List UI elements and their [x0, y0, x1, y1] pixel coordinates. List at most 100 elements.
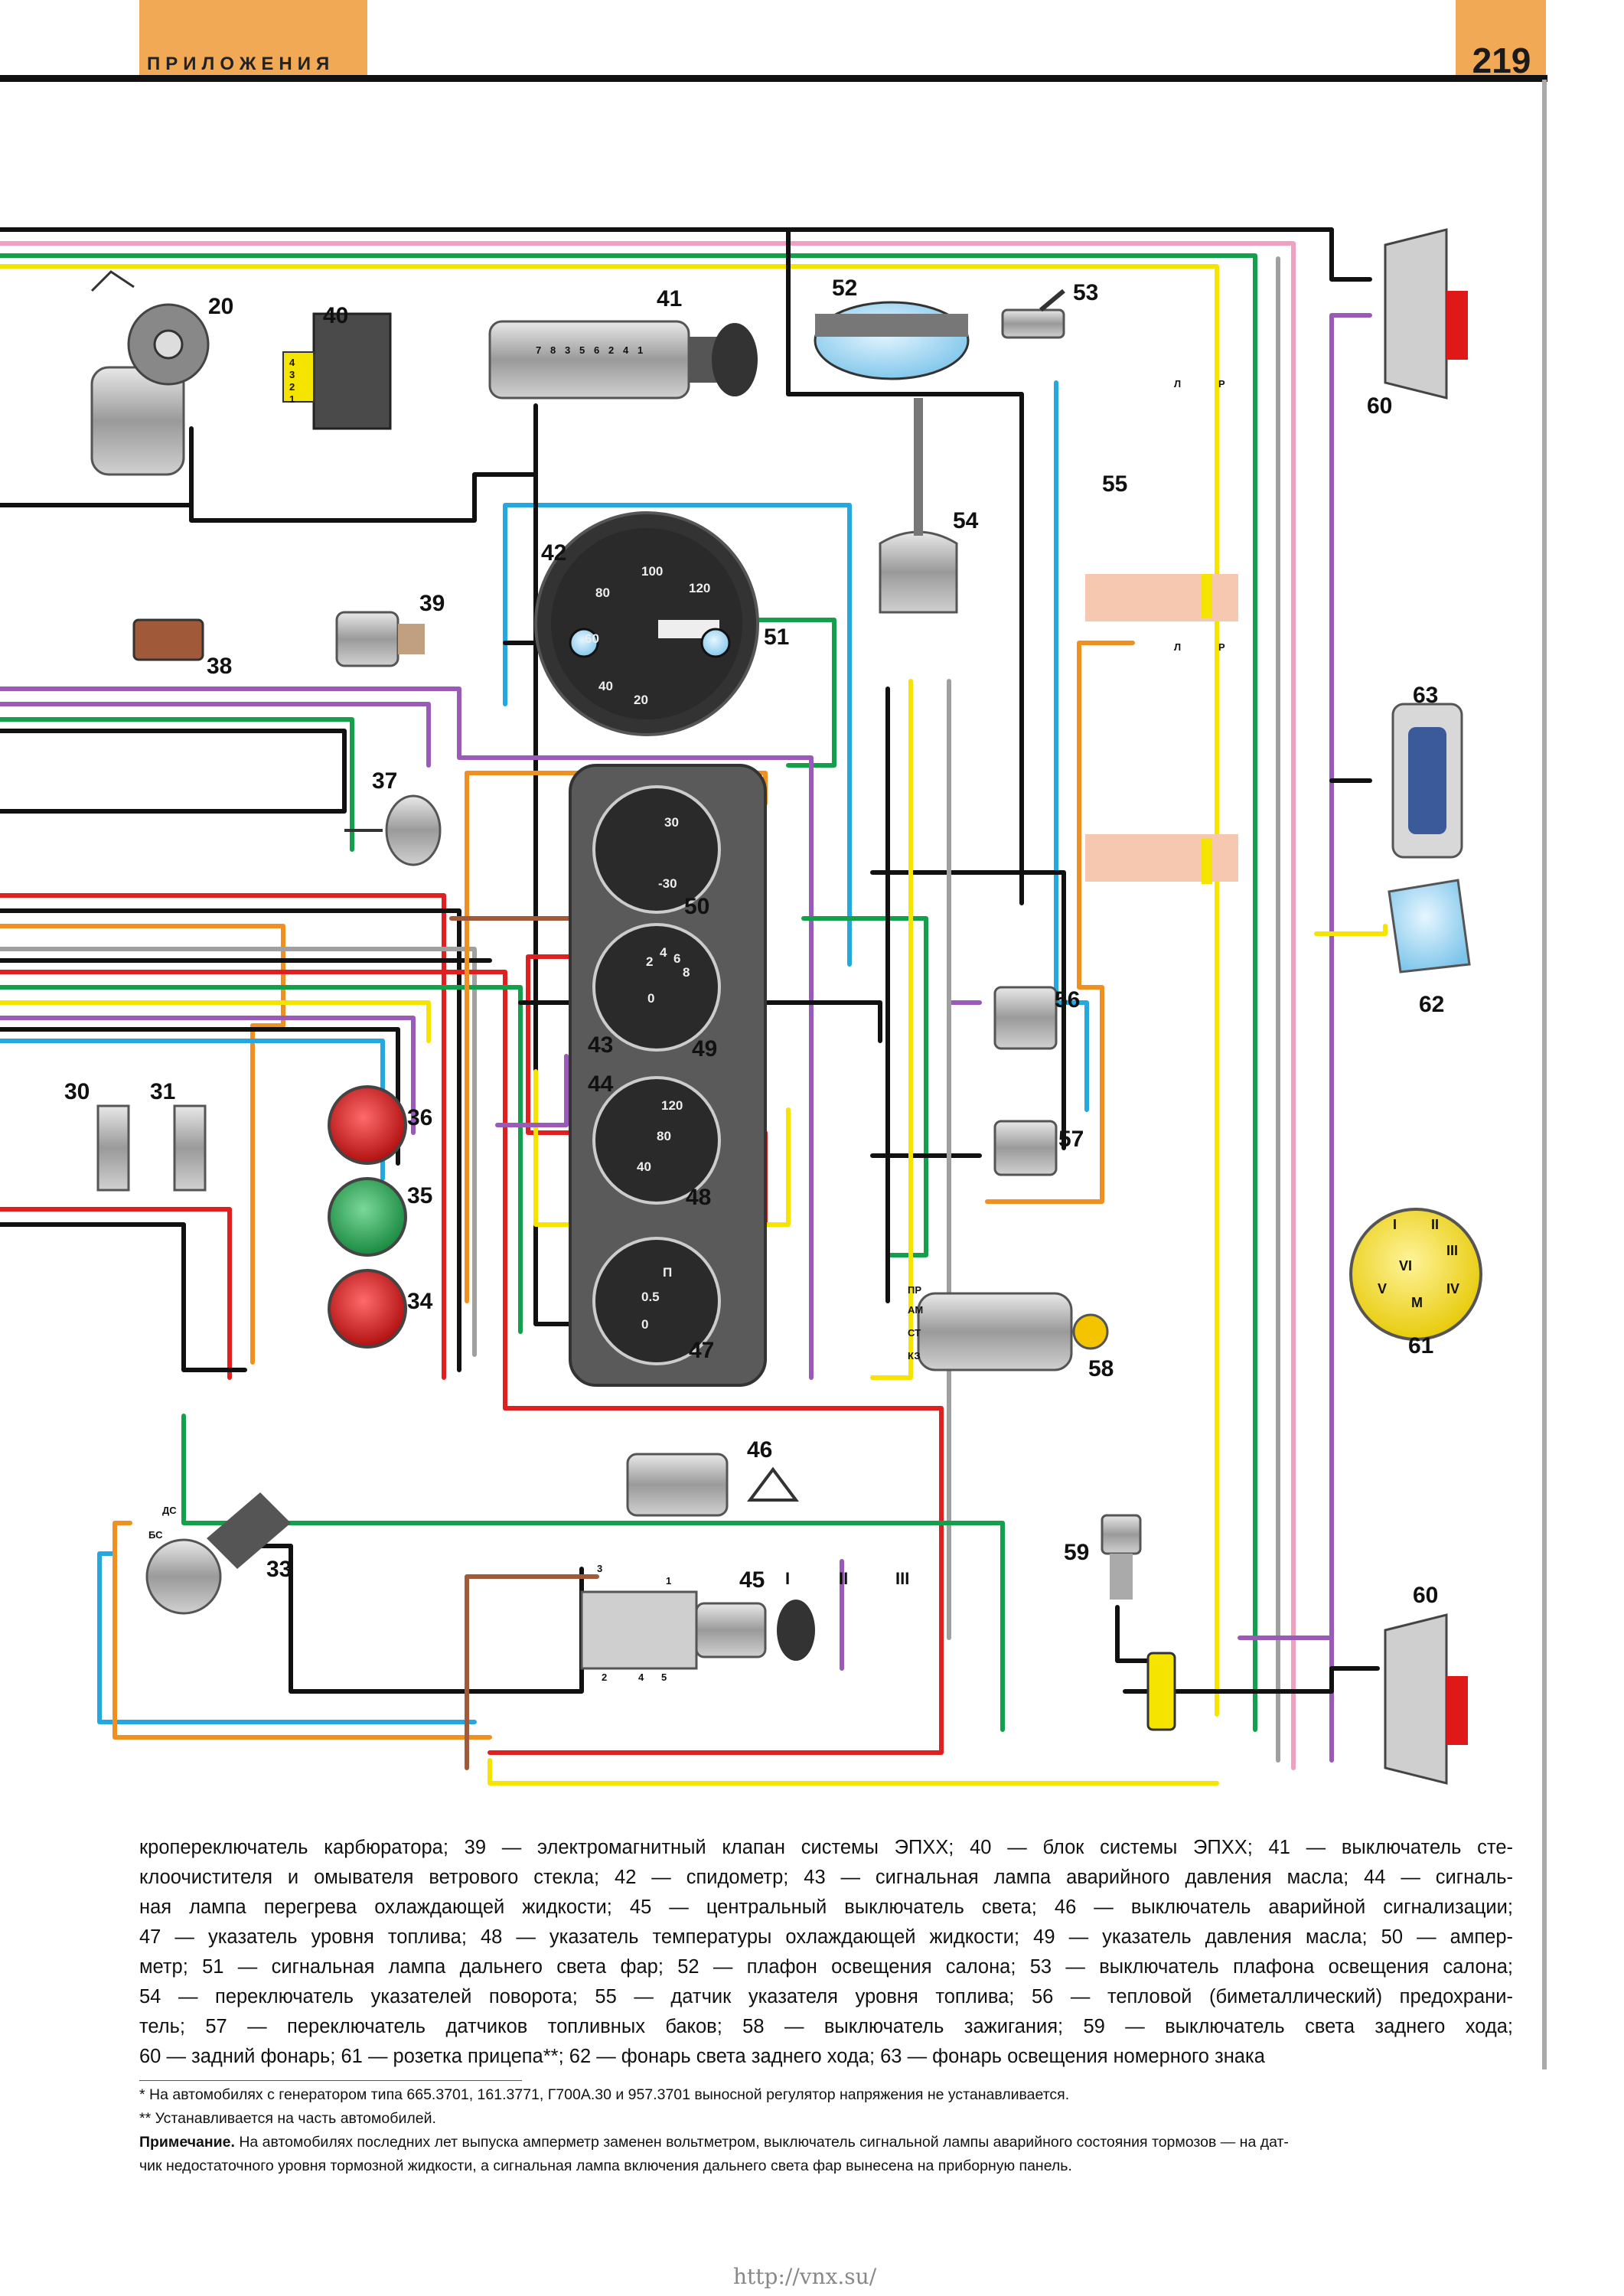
- wire-green-top: [0, 253, 1257, 1732]
- label-42: 42: [541, 540, 566, 566]
- pin-45-4: 4: [638, 1671, 644, 1683]
- label-57: 57: [1058, 1127, 1084, 1152]
- speedometer-42: [534, 511, 759, 736]
- pin-61-IV: IV: [1446, 1281, 1459, 1296]
- wire-red-3: [0, 1207, 232, 1380]
- sender-55-r-bottom: Р: [1218, 641, 1225, 653]
- pin-41-2: 2: [608, 344, 614, 356]
- rear-lamp-60-bottom: [1384, 1613, 1468, 1785]
- oil-tick-2: 2: [646, 954, 653, 969]
- wire-black-loop: [0, 426, 538, 523]
- speedo-tick-60: 60: [585, 631, 599, 646]
- pin-labels: 7 8 3 5 6 2 4 1 4 3 2 1 ПР АМ СТ КЗ 3 1 …: [148, 344, 1459, 1683]
- label-59: 59: [1064, 1540, 1089, 1565]
- speedo-tick-80: 80: [595, 585, 610, 600]
- label-62: 62: [1419, 992, 1444, 1017]
- pin-61-I: I: [1393, 1217, 1397, 1232]
- label-56: 56: [1055, 987, 1080, 1013]
- label-48: 48: [686, 1185, 711, 1210]
- label-53: 53: [1073, 280, 1098, 305]
- pin-33-ds: ДС: [162, 1505, 177, 1516]
- wire-yellow-right: [1314, 924, 1388, 936]
- wiper-motor-20: [90, 270, 210, 476]
- header-rule: [0, 75, 1547, 82]
- wire-green-56: [801, 916, 928, 1257]
- pin-61-III: III: [1446, 1243, 1458, 1258]
- sender-55-l-top: Л: [1174, 378, 1181, 390]
- wire-violet-bottom: [840, 1559, 1334, 1671]
- light-switch-45: [580, 1590, 815, 1670]
- wire-yellow-58: [870, 679, 913, 1380]
- page-frame-line: [1542, 80, 1547, 2069]
- label-33: 33: [266, 1557, 292, 1582]
- oil-tick-6: 6: [673, 951, 680, 966]
- wire-violet-cluster: [495, 1054, 569, 1127]
- pin-41-8: 8: [550, 344, 556, 356]
- footnote-2: ** Устанавливается на часть автомобилей.: [139, 2110, 436, 2127]
- label-50: 50: [684, 894, 709, 919]
- caption-line: тель; 57 — переключатель датчиков топлив…: [139, 2016, 1513, 2037]
- label-49: 49: [692, 1036, 717, 1062]
- wire-violet-right: [1329, 313, 1372, 1763]
- pin-41-6: 6: [594, 344, 599, 356]
- epxx-block-40: [282, 312, 392, 430]
- fuel-tick-half: 0.5: [641, 1290, 660, 1304]
- page-number: 219: [1472, 41, 1531, 80]
- remark: Примечание. На автомобилях последних лет…: [139, 2131, 1513, 2154]
- label-61: 61: [1408, 1333, 1433, 1358]
- caption-line: ная лампа перегрева охлаждающей жидкости…: [139, 1896, 1513, 1918]
- fuel-senders-55: [1085, 574, 1238, 884]
- label-34: 34: [407, 1289, 433, 1314]
- oil-tick-8: 8: [683, 965, 690, 980]
- tank-selector-57: [993, 1120, 1058, 1176]
- trailer-socket-61: [1349, 1208, 1482, 1341]
- footer-url: http://vnx.su/: [733, 2264, 877, 2289]
- label-58: 58: [1088, 1356, 1114, 1381]
- wire-black-bottom: [250, 1544, 584, 1694]
- epxx-valve-39: [335, 611, 425, 667]
- label-37: 37: [372, 768, 397, 794]
- wire-violet-3: [0, 1016, 416, 1135]
- pin-41-7: 7: [536, 344, 541, 356]
- pin-61-VI: VI: [1399, 1258, 1412, 1274]
- fuel-tick-0: 0: [641, 1317, 648, 1332]
- section-tab: [139, 0, 367, 77]
- wiper-switch-41: [488, 320, 758, 400]
- caption-line: 47 — указатель уровня топлива; 48 — указ…: [139, 1926, 1513, 1948]
- pin-58-st: СТ: [908, 1327, 921, 1339]
- label-47: 47: [689, 1338, 714, 1363]
- wire-yellow-bottom: [488, 1758, 1219, 1786]
- pin-41-5: 5: [579, 344, 585, 356]
- page-header: ПРИЛОЖЕНИЯ 219: [0, 0, 1624, 84]
- caption-line: 60 — задний фонарь; 61 — розетка прицепа…: [139, 2046, 1265, 2067]
- wire-green-2: [0, 985, 523, 1334]
- sender-55-r-top: Р: [1218, 378, 1225, 390]
- label-54: 54: [953, 508, 979, 533]
- pin-45-5: 5: [661, 1671, 667, 1683]
- notes: * На автомобилях с генератором типа 665.…: [139, 2083, 1513, 2178]
- wire-violet-2: [0, 702, 431, 768]
- label-52: 52: [832, 276, 857, 301]
- pin-61-V: V: [1378, 1281, 1387, 1296]
- pin-40-2: 2: [289, 381, 295, 393]
- wire-brown-bottom: [465, 1574, 599, 1770]
- label-35: 35: [407, 1183, 432, 1208]
- pin-58-am: АМ: [908, 1304, 923, 1316]
- speedo-tick-120: 120: [689, 581, 710, 595]
- sensors-30-31: [96, 1104, 207, 1192]
- speedo-tick-20: 20: [634, 693, 648, 707]
- pin-40-3: 3: [289, 369, 295, 380]
- pin-61-II: II: [1431, 1217, 1439, 1232]
- label-55-top: 55: [1102, 471, 1127, 497]
- wire-black-6: [0, 1222, 247, 1372]
- reverse-lamp-62: [1388, 879, 1471, 974]
- ignition-switch-58: [917, 1292, 1109, 1371]
- label-51: 51: [764, 625, 789, 650]
- caption-line: 54 — переключатель указателей поворота; …: [139, 1986, 1513, 2007]
- label-39: 39: [419, 591, 445, 616]
- gauge-scales: 20 40 60 80 100 120 30 -30 0 2 4 6 8 40 …: [585, 564, 710, 1332]
- remark-text: На автомобилях последних лет выпуска амп…: [234, 2134, 1289, 2151]
- wire-gray-1: [0, 947, 477, 1357]
- wires: [0, 227, 1388, 1786]
- label-31: 31: [150, 1079, 175, 1104]
